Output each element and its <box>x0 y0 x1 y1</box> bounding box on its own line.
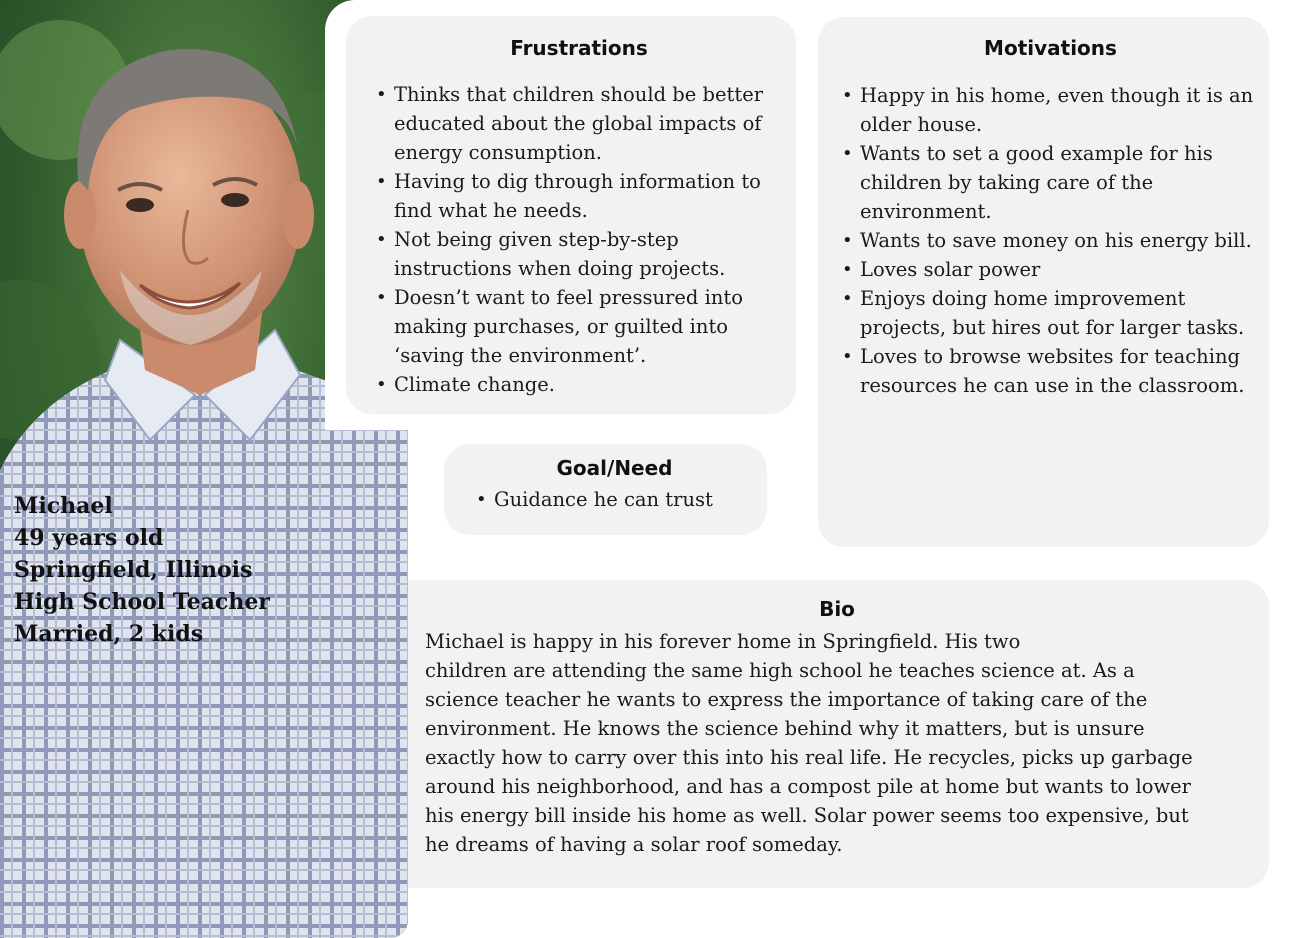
list-item: Having to dig through information to fin… <box>374 167 784 225</box>
persona-name: Michael <box>14 493 113 519</box>
list-item: Wants to save money on his energy bill. <box>840 226 1261 255</box>
persona-location: Springfield, Illinois <box>14 557 253 583</box>
goal-need-list: Guidance he can trust <box>474 485 755 514</box>
bio-line: exactly how to carry over this into his … <box>425 746 1193 769</box>
list-item: Loves to browse websites for teaching re… <box>840 342 1261 400</box>
bio-line: children are attending the same high sch… <box>425 659 1135 682</box>
bio-line: Michael is happy in his forever home in … <box>425 630 1021 653</box>
frustrations-card: Frustrations Thinks that children should… <box>346 16 796 414</box>
goal-need-card: Goal/Need Guidance he can trust <box>444 444 767 535</box>
list-item: Enjoys doing home improvement projects, … <box>840 284 1261 342</box>
persona-family: Married, 2 kids <box>14 621 204 647</box>
list-item: Climate change. <box>374 370 784 399</box>
persona-occupation: High School Teacher <box>14 589 270 615</box>
persona-age: 49 years old <box>14 525 164 551</box>
list-item: Loves solar power <box>840 255 1261 284</box>
list-item: Doesn’t want to feel pressured into maki… <box>374 283 784 370</box>
bio-card: Bio Michael is happy in his forever home… <box>408 580 1269 888</box>
bio-text: Michael is happy in his forever home in … <box>425 627 1235 859</box>
motivations-card: Motivations Happy in his home, even thou… <box>818 17 1269 547</box>
list-item: Thinks that children should be better ed… <box>374 80 784 167</box>
bio-line: science teacher he wants to express the … <box>425 688 1148 711</box>
frustrations-title: Frustrations <box>510 36 648 60</box>
bio-title: Bio <box>819 597 855 621</box>
list-item: Guidance he can trust <box>474 485 755 514</box>
list-item: Happy in his home, even though it is an … <box>840 81 1261 139</box>
motivations-title: Motivations <box>984 36 1117 60</box>
frustrations-list: Thinks that children should be better ed… <box>374 80 784 399</box>
goal-need-title: Goal/Need <box>556 456 673 480</box>
motivations-list: Happy in his home, even though it is an … <box>840 81 1261 400</box>
bio-line: around his neighborhood, and has a compo… <box>425 775 1192 798</box>
bio-line: environment. He knows the science behind… <box>425 717 1145 740</box>
persona-summary: Michael 49 years old Springfield, Illino… <box>14 490 270 650</box>
list-item: Not being given step-by-step instruction… <box>374 225 784 283</box>
bio-line: his energy bill inside his home as well.… <box>425 804 1189 827</box>
list-item: Wants to set a good example for his chil… <box>840 139 1261 226</box>
bio-line: he dreams of having a solar roof someday… <box>425 833 843 856</box>
